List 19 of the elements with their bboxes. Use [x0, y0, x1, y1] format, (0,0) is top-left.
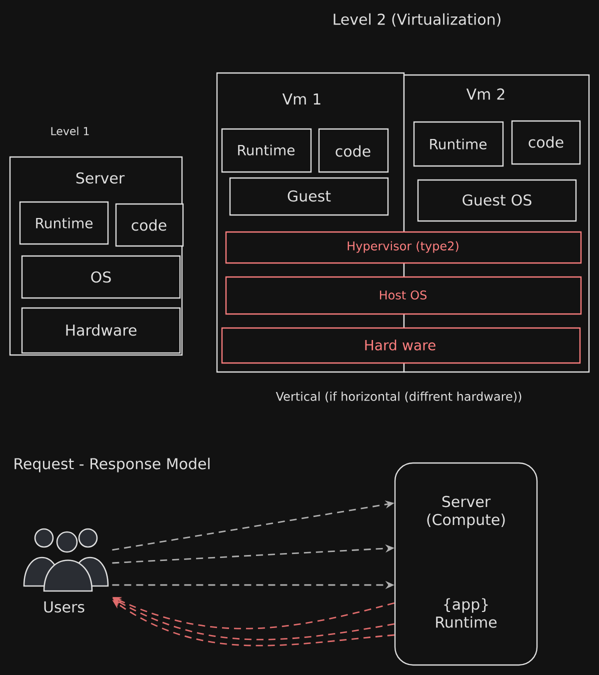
node-label: Users — [44, 601, 84, 613]
hardware-box: Hardware — [21, 307, 181, 354]
text-label: Request - Response Model — [14, 458, 210, 472]
title: Level 2 (Virtualization) — [334, 13, 500, 27]
runtime-box: Runtime — [19, 201, 109, 245]
code-box: code — [318, 128, 389, 173]
text-label: Vertical (if horizontal (diffrent hardware)) — [276, 392, 522, 402]
server-box: Server (Compute) {app} Runtime — [394, 462, 538, 666]
runtime-box: Runtime — [221, 128, 312, 173]
code-box: code — [115, 203, 184, 247]
runtime-box: Runtime — [413, 121, 504, 167]
os-box: OS — [21, 255, 181, 299]
guest-os-box: Guest OS — [417, 179, 577, 222]
hardware-layer: Hard ware — [221, 327, 581, 364]
text-label: Level 1 — [51, 126, 89, 136]
host-os-layer: Host OS — [225, 276, 582, 315]
hypervisor-layer: Hypervisor (type2) — [225, 231, 582, 264]
code-box: code — [511, 120, 581, 165]
guest-os-box: Guest — [229, 177, 389, 216]
